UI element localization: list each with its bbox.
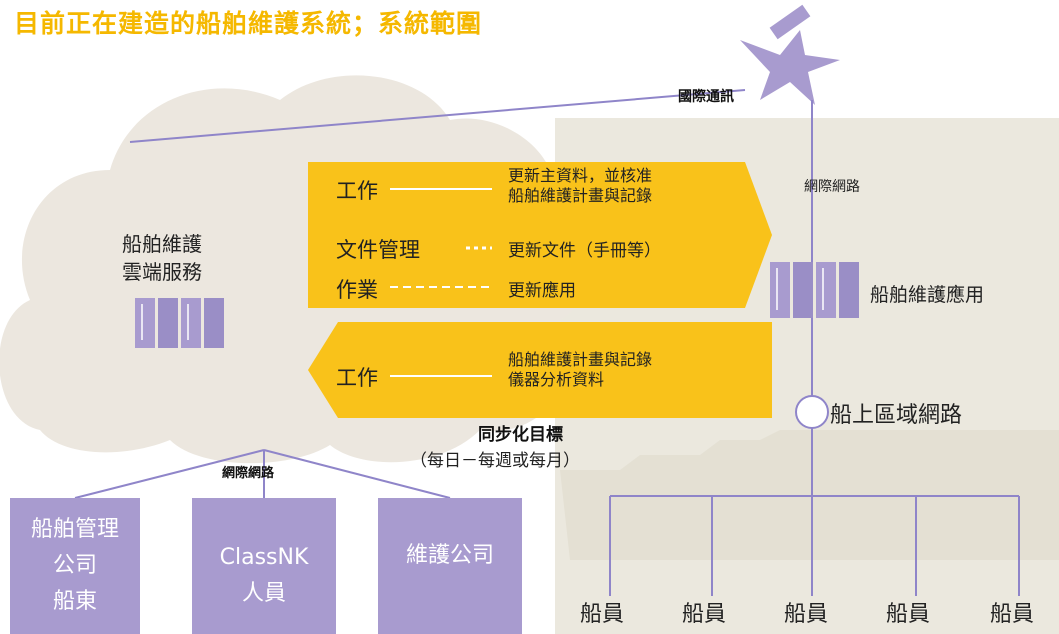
internet-right-label: 網際網路 [804,179,860,195]
box-shipmanager: 船舶管理 公司 船東 [10,512,140,620]
crew-label-5: 船員 [990,602,1035,627]
box-maintenance-line1: 維護公司 [405,543,494,568]
upload-row2-right: 更新文件（手冊等） [508,241,661,261]
sync-label-line1: 同步化目標 [478,425,563,445]
box-classnk: ClassNK 人員 [192,540,336,612]
satellite-icon [740,4,840,105]
upload-row1-right-line2: 船舶維護計畫與記錄 [508,186,653,205]
box-classnk-bg [192,498,336,634]
upload-row1-left: 工作 [336,179,378,203]
upload-row1-right: 更新主資料，並核准 船舶維護計畫與記錄 [508,166,652,206]
box-shipmanager-line3: 船東 [52,589,97,614]
download-row1-left: 工作 [336,366,378,390]
cloud-label: 船舶維護 雲端服務 [122,230,202,286]
download-row1-right-line1: 船舶維護計畫與記錄 [508,350,653,369]
cloud-server-icon [135,298,224,348]
download-row1-right-line2: 儀器分析資料 [508,370,605,389]
sync-label-line2: （每日－每週或每月） [410,451,580,471]
box-maintenance-bg [378,498,522,634]
box-classnk-line1: ClassNK [219,545,309,570]
ship-server-icon [770,262,859,318]
upload-row3-left: 作業 [336,278,378,302]
box-shipmanager-line2: 公司 [52,553,97,578]
lan-node [795,395,829,429]
download-row1-right: 船舶維護計畫與記錄 儀器分析資料 [508,350,652,390]
crew-label-2: 船員 [682,602,727,627]
download-arrow [308,322,772,418]
lan-label: 船上區域網路 [830,403,963,428]
app-label: 船舶維護應用 [870,284,985,306]
upload-row3-right: 更新應用 [508,281,576,301]
satellite-link-line [129,89,746,143]
upload-row2-left: 文件管理 [336,238,420,262]
box-shipmanager-bg [10,498,140,634]
internet-left-label: 網際網路 [222,466,275,481]
crew-label-3: 船員 [784,602,829,627]
box-classnk-line2: 人員 [241,581,286,606]
box-maintenance: 維護公司 [378,538,522,574]
cloud-label-line1: 船舶維護 [122,232,202,256]
cloud-label-line2: 雲端服務 [122,260,202,284]
upload-row1-right-line1: 更新主資料，並核准 [508,166,653,185]
upload-arrow [308,162,772,308]
satellite-label: 國際通訊 [678,89,734,105]
crew-label-4: 船員 [886,602,931,627]
box-shipmanager-line1: 船舶管理 [30,517,119,542]
page-title: 目前正在建造的船舶維護系統；系統範圍 [14,9,483,38]
crew-label-1: 船員 [580,602,625,627]
